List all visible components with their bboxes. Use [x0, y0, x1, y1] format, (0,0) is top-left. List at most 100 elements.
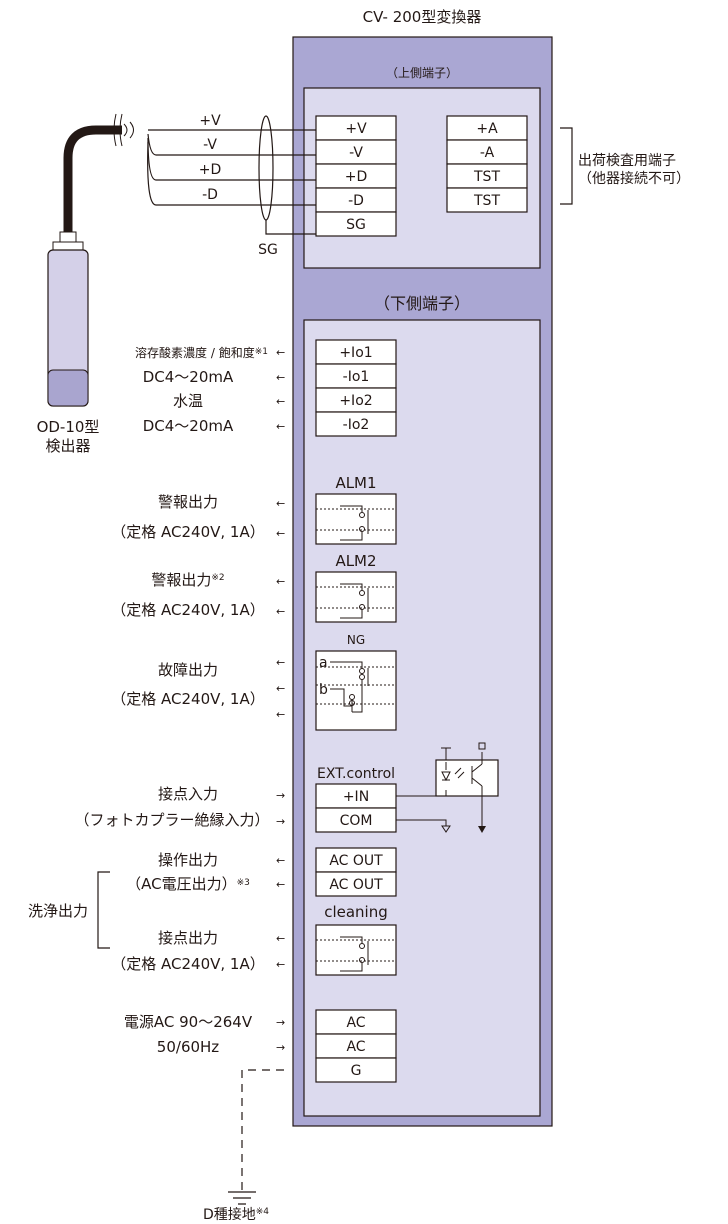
test-terminal-column: +A -A TST TST: [446, 115, 528, 213]
ac-output-terminals: AC OUT AC OUT 操作出力 （AC電圧出力）※3 ← ←: [126, 847, 397, 897]
analog-output-labels: 溶存酸素濃度 / 飽和度※1 DC4～20mA 水温 DC4～20mA ← ← …: [135, 345, 285, 435]
arrow-left: ←: [276, 682, 285, 695]
arrow-left: ←: [276, 575, 285, 588]
alarm2-relay: ALM2 警報出力※2 （定格 AC240V, 1A） ← ←: [111, 552, 397, 623]
contact-icon: [359, 943, 365, 949]
arrow-left: ←: [276, 420, 285, 433]
alarm1-label: ALM1: [335, 474, 376, 492]
terminal-cell: [315, 387, 397, 413]
contact-icon: [359, 668, 365, 674]
terminal-cell: [446, 187, 528, 213]
contact-b-label: b: [319, 682, 328, 698]
terminal-label: -D: [348, 193, 364, 209]
wire-label: +V: [199, 113, 221, 129]
upper-terminal-column: +V -V +D -D SG: [315, 115, 397, 237]
terminal-label: TST: [473, 193, 500, 209]
terminal-label: +IN: [343, 789, 369, 805]
power-frequency: 50/60Hz: [157, 1038, 220, 1056]
lower-terminal-header: （下側端子）: [374, 294, 470, 313]
terminal-cell: [315, 1057, 397, 1083]
relay-box: [315, 493, 397, 545]
relay-box: [315, 650, 397, 731]
label-water-temp: 水温: [173, 392, 203, 410]
ext-input-title: 接点入力: [158, 785, 218, 803]
alarm1-title: 警報出力: [158, 493, 218, 511]
ac-out-title: 操作出力: [158, 851, 218, 869]
analog-output-terminals: +Io1 -Io1 +Io2 -Io2: [315, 339, 397, 437]
arrow-left: ←: [276, 932, 285, 945]
contact-icon: [349, 700, 355, 706]
terminal-label: -A: [480, 145, 495, 161]
cleaning-contact-title: 接点出力: [158, 929, 218, 947]
label-dc-range-2: DC4～20mA: [143, 417, 234, 435]
terminal-label: COM: [340, 813, 373, 829]
terminal-label: AC: [346, 1015, 365, 1031]
terminal-label: +A: [476, 121, 498, 137]
terminal-label: G: [351, 1063, 362, 1079]
signal-wires: +V -V +D -D: [147, 113, 316, 206]
relay-box: [315, 571, 397, 623]
cleaning-label: cleaning: [324, 903, 388, 921]
terminal-label: AC OUT: [329, 853, 383, 869]
alarm2-label: ALM2: [335, 552, 376, 570]
terminal-label: +D: [345, 169, 368, 185]
cleaning-group-label: 洗浄出力: [28, 902, 88, 920]
arrow-left: ←: [276, 527, 285, 540]
terminal-cell: [315, 339, 397, 365]
contact-icon: [359, 526, 365, 532]
terminal-label: +Io1: [339, 345, 372, 361]
terminal-label: +V: [345, 121, 367, 137]
converter-title: CV- 200型変換器: [363, 8, 482, 26]
sensor-cap: [59, 231, 77, 243]
sensor-cable: [63, 125, 122, 232]
terminal-cell: [315, 139, 397, 165]
terminal-label: -Io2: [343, 417, 370, 433]
contact-icon: [359, 674, 365, 680]
terminal-cell: [315, 1033, 397, 1059]
detector: OD-10型 検出器: [37, 113, 134, 455]
arrow-right: →: [276, 1041, 285, 1054]
arrow-right: →: [276, 1016, 285, 1029]
terminal-cell: [446, 163, 528, 189]
contact-icon: [359, 604, 365, 610]
cable-end: [123, 121, 134, 139]
terminal-cell: [315, 1009, 397, 1035]
ground-connection: D種接地※4: [203, 1069, 284, 1223]
arrow-left: ←: [276, 878, 285, 891]
terminal-cell: [315, 211, 397, 237]
label-dc-range-1: DC4～20mA: [143, 368, 234, 386]
terminal-cell: [315, 847, 397, 873]
contact-a-label: a: [319, 655, 328, 671]
power-terminals: AC AC G 電源AC 90～264V 50/60Hz → →: [124, 1009, 397, 1083]
contact-icon: [349, 694, 355, 700]
fault-title: 故障出力: [158, 661, 218, 679]
ground-wire: [241, 1069, 284, 1190]
alarm2-title: 警報出力※2: [151, 571, 224, 589]
ground-label: D種接地※4: [203, 1206, 269, 1223]
contact-icon: [359, 512, 365, 518]
terminal-label: AC OUT: [329, 877, 383, 893]
ext-input-desc: （フォトカプラー絶縁入力）: [74, 811, 269, 829]
terminal-cell: [315, 187, 397, 213]
test-terminal-note: （他器接続不可）: [578, 170, 690, 187]
relay-box: [315, 924, 397, 976]
arrow-left: ←: [276, 708, 285, 721]
sg-label: SG: [258, 242, 278, 258]
arrow-right: →: [276, 815, 285, 828]
terminal-cell: [315, 871, 397, 897]
arrow-left: ←: [276, 346, 285, 359]
test-terminal-bracket: [560, 127, 573, 205]
terminal-label: +Io2: [339, 393, 372, 409]
detector-name: 検出器: [45, 437, 90, 455]
wire-label: -D: [202, 187, 218, 203]
cleaning-relay: cleaning 接点出力 （定格 AC240V, 1A） ← ←: [111, 903, 397, 976]
arrow-left: ←: [276, 371, 285, 384]
ac-out-desc: （AC電圧出力）※3: [126, 875, 250, 893]
arrow-left: ←: [276, 656, 285, 669]
terminal-label: SG: [346, 217, 366, 233]
fault-label: NG: [347, 633, 365, 647]
terminal-label: AC: [346, 1039, 365, 1055]
label-do-concentration: 溶存酸素濃度 / 飽和度※1: [135, 345, 268, 360]
arrow-right: →: [276, 789, 285, 802]
